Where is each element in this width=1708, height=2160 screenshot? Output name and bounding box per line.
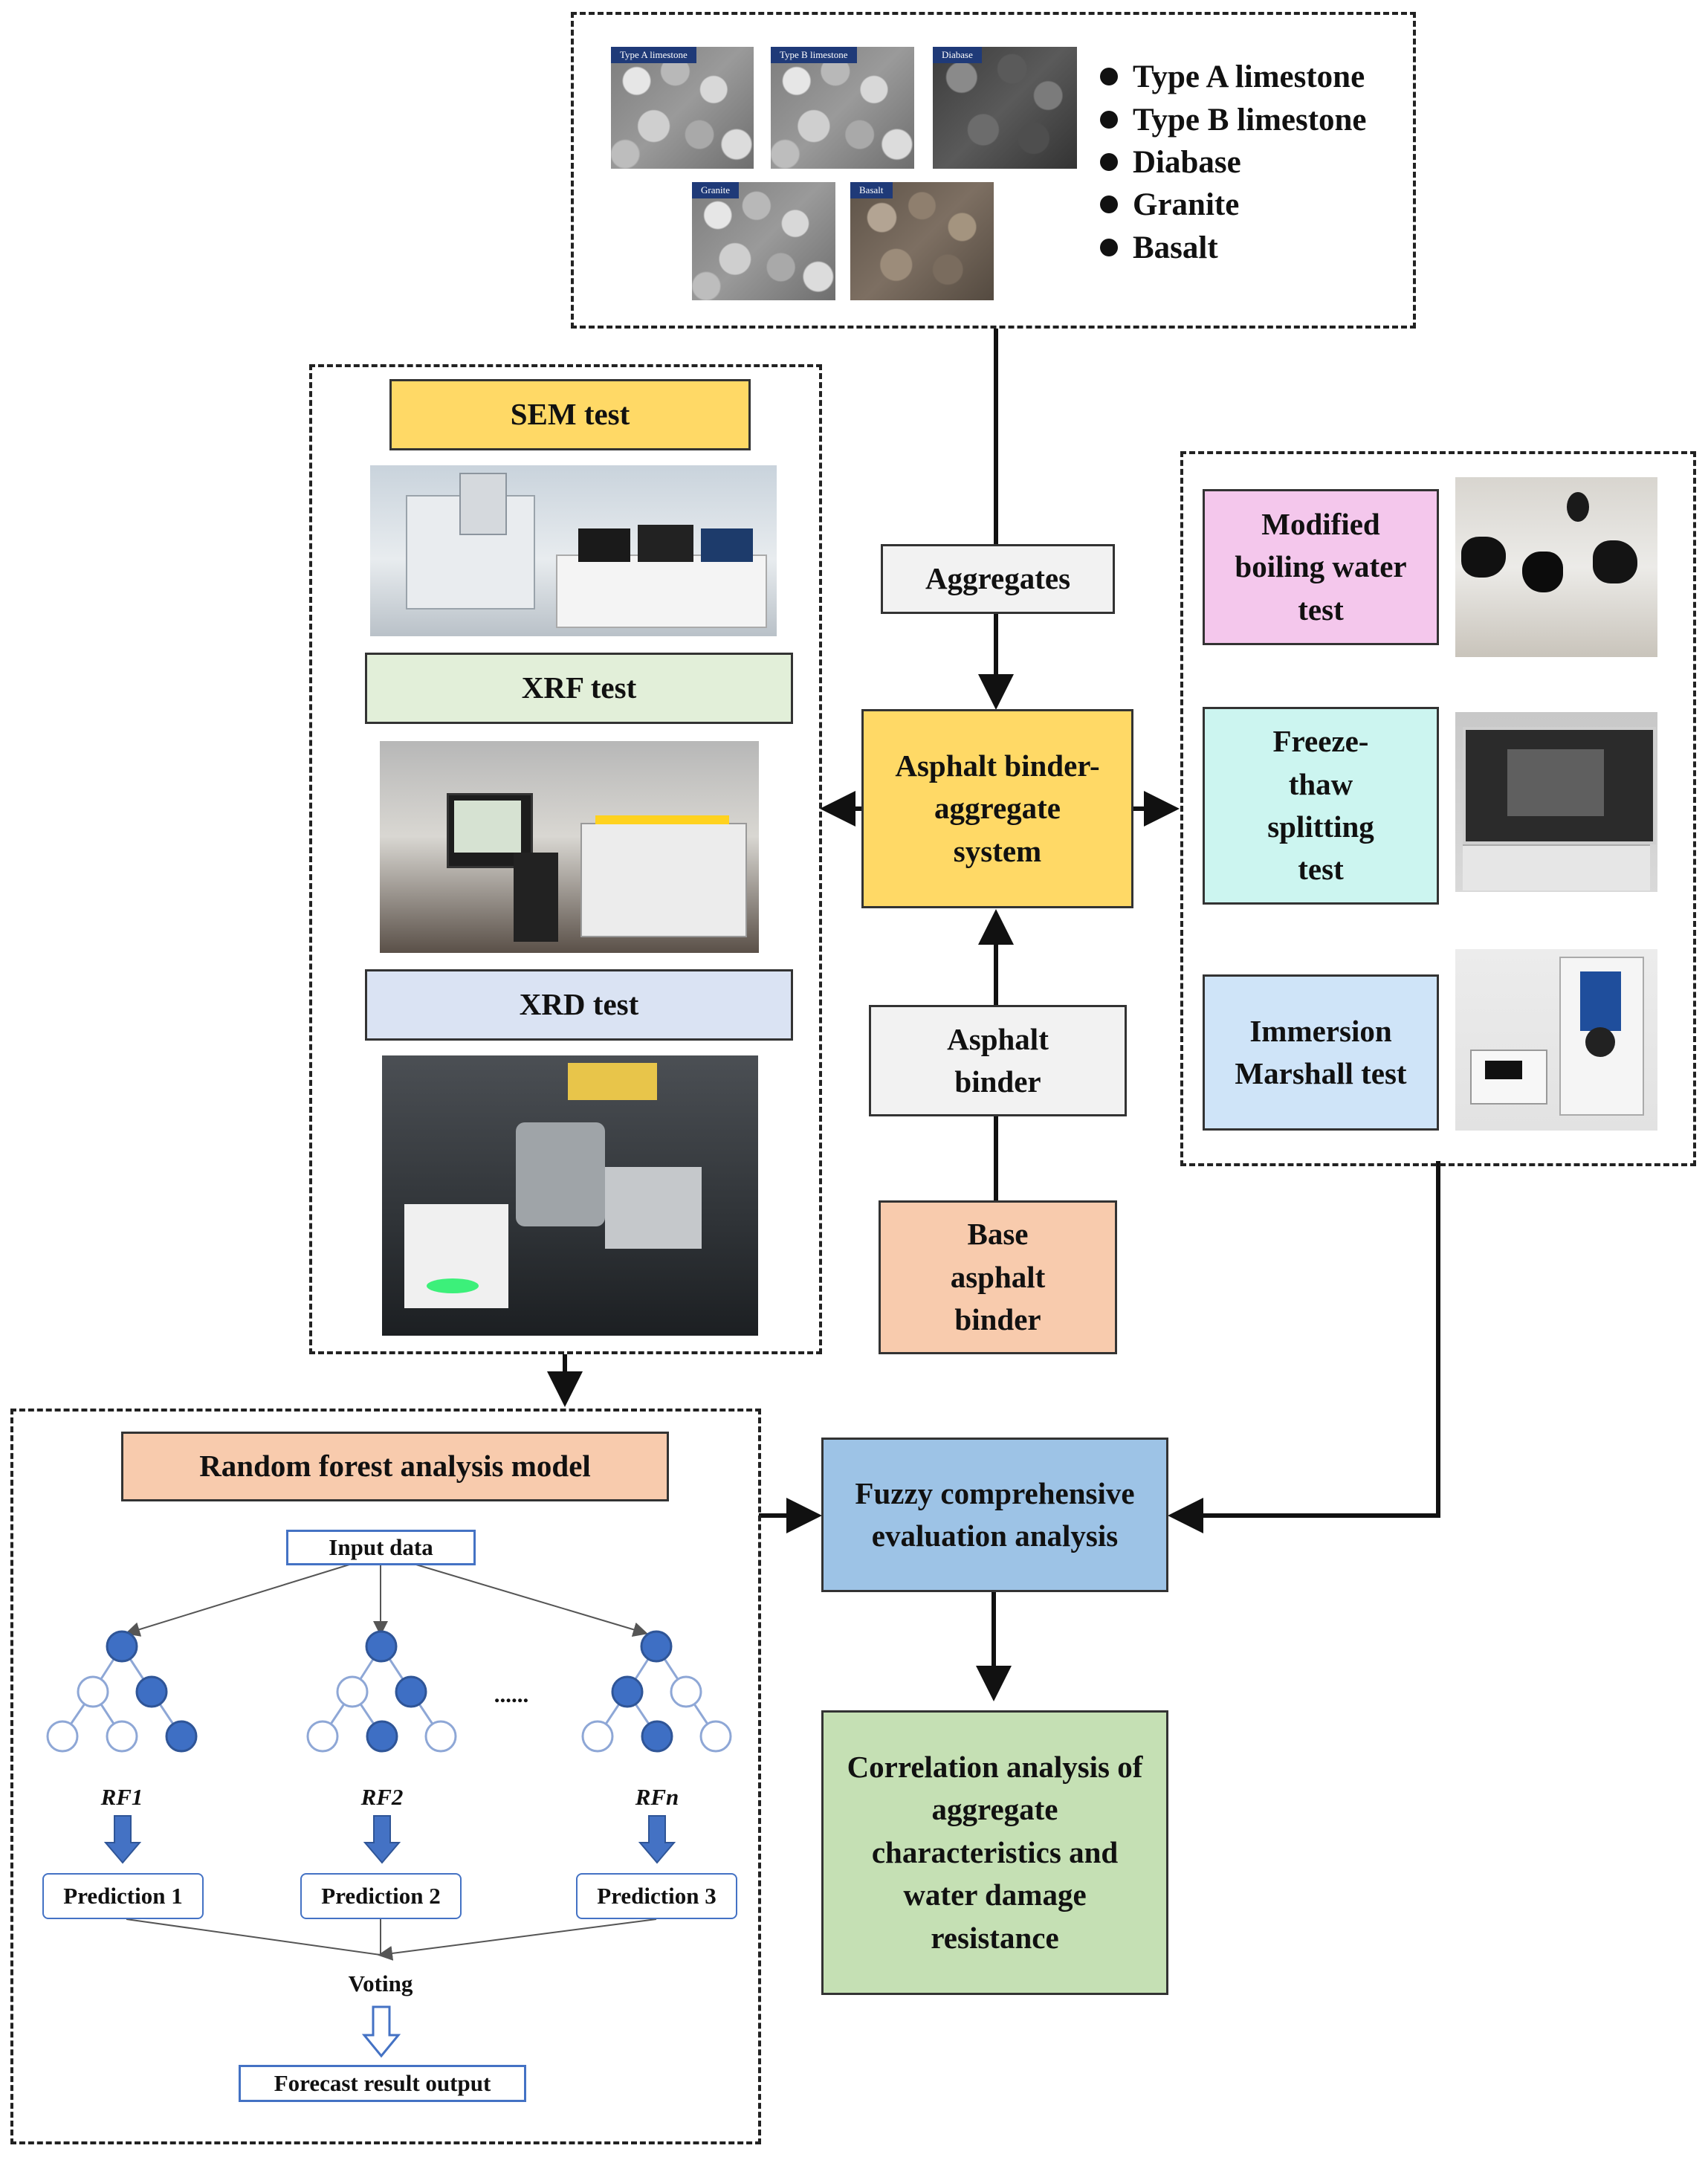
asphalt-binder-box: Asphalt binder — [869, 1005, 1127, 1116]
rock-photo-type-a-limestone: Type A limestone — [611, 47, 754, 169]
correlation-analysis-box: Correlation analysis of aggregate charac… — [821, 1710, 1168, 1995]
fuzzy-evaluation-box: Fuzzy comprehensive evaluation analysis — [821, 1438, 1168, 1592]
rf2-down-arrow — [363, 1815, 401, 1864]
legend-type-a-limestone: Type A limestone — [1100, 61, 1365, 93]
rock-photo-label: Type A limestone — [611, 47, 696, 63]
bullet-icon — [1100, 195, 1118, 214]
xrd-test-label: XRD test — [365, 969, 793, 1041]
input-to-tree-n-line — [415, 1564, 648, 1637]
input-data-box: Input data — [286, 1530, 476, 1565]
bullet-icon — [1100, 239, 1118, 257]
water-tests-to-fuzzy-arrow — [1168, 1161, 1440, 1533]
rock-photo-basalt: Basalt — [850, 182, 994, 300]
rock-photo-granite: Granite — [692, 182, 835, 300]
bullet-icon — [1100, 68, 1118, 86]
legend-diabase: Diabase — [1100, 146, 1241, 178]
sem-test-label: SEM test — [389, 379, 751, 450]
marshall-test-photo — [1455, 949, 1657, 1131]
prediction-3-to-voting-line — [378, 1918, 657, 1961]
base-asphalt-binder-box: Base asphalt binder — [879, 1200, 1117, 1354]
rock-photo-label: Type B limestone — [771, 47, 857, 63]
xrd-instrument-photo — [382, 1055, 758, 1336]
immersion-marshall-test-box: Immersion Marshall test — [1203, 974, 1439, 1131]
random-forest-panel — [10, 1409, 761, 2144]
decision-tree-n — [581, 1630, 732, 1753]
sem-instrument-photo — [370, 465, 777, 636]
forecast-output-box: Forecast result output — [239, 2065, 526, 2102]
rock-photo-label: Diabase — [933, 47, 982, 63]
input-to-tree-1-line — [125, 1564, 350, 1637]
xrf-instrument-photo — [380, 741, 759, 953]
xrf-test-label: XRF test — [365, 653, 793, 724]
freeze-thaw-splitting-test-box: Freeze-thaw splitting test — [1203, 707, 1439, 905]
legend-basalt: Basalt — [1100, 232, 1218, 264]
tree-ellipsis: ...... — [494, 1681, 529, 1707]
binder-aggregate-system-box: Asphalt binder-aggregate system — [861, 709, 1133, 908]
voting-label: Voting — [349, 1970, 413, 1996]
rock-photo-diabase: Diabase — [933, 47, 1077, 169]
prediction-1-box: Prediction 1 — [42, 1873, 204, 1919]
prediction-2-box: Prediction 2 — [300, 1873, 462, 1919]
bullet-icon — [1100, 111, 1118, 129]
freeze-thaw-test-photo — [1455, 712, 1657, 892]
rfn-label: RFn — [635, 1784, 679, 1810]
aggregates-box: Aggregates — [881, 544, 1115, 614]
rock-photo-label: Granite — [692, 182, 739, 198]
legend-granite: Granite — [1100, 189, 1239, 221]
legend-type-b-limestone: Type B limestone — [1100, 104, 1367, 136]
decision-tree-1 — [46, 1630, 198, 1753]
rf1-down-arrow — [103, 1815, 142, 1864]
water-damage-tests-panel — [1180, 451, 1696, 1166]
prediction-3-box: Prediction 3 — [576, 1873, 737, 1919]
rock-photo-type-b-limestone: Type B limestone — [771, 47, 914, 169]
rfn-down-arrow — [638, 1815, 676, 1864]
decision-tree-2 — [306, 1630, 457, 1753]
modified-boiling-water-test-box: Modified boiling water test — [1203, 489, 1439, 645]
voting-down-arrow — [361, 2005, 401, 2058]
rock-photo-label: Basalt — [850, 182, 893, 198]
bullet-icon — [1100, 153, 1118, 172]
rf2-label: RF2 — [360, 1784, 404, 1810]
aggregates-panel — [571, 12, 1416, 329]
boiling-test-photo — [1455, 477, 1657, 657]
random-forest-title-box: Random forest analysis model — [121, 1432, 669, 1501]
rf1-label: RF1 — [100, 1784, 143, 1810]
characterization-panel — [309, 364, 822, 1354]
prediction-1-to-voting-line — [126, 1918, 381, 1956]
